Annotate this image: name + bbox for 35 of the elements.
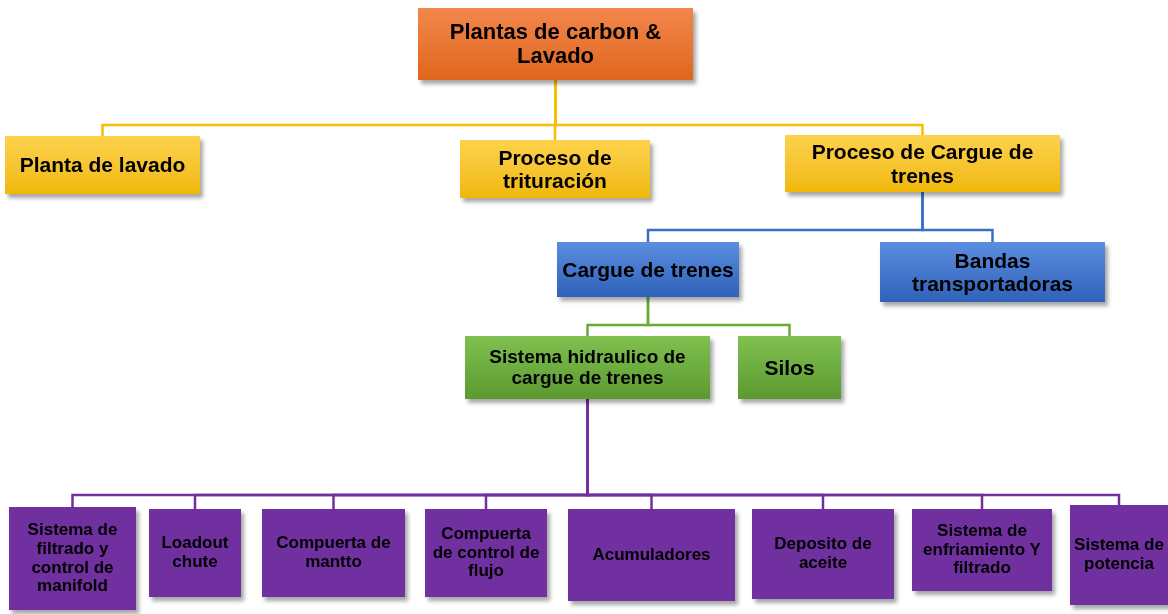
org-box — [912, 509, 1052, 591]
org-box — [425, 509, 547, 597]
box-label: Sistema hidraulico de cargue de trenes — [488, 346, 687, 389]
box-label: Proceso de Cargue de trenes — [810, 140, 1035, 187]
connector-line — [921, 192, 994, 242]
org-box — [557, 242, 739, 297]
connector-line — [554, 80, 924, 135]
org-box — [5, 136, 200, 194]
box-label: Compuerta de mantto — [275, 534, 392, 572]
box-label: Silos — [764, 355, 815, 380]
box-label: Sistema de enfriamiento Y filtrado — [922, 521, 1042, 579]
org-box — [568, 509, 735, 601]
box-label: Proceso de trituración — [497, 145, 613, 193]
box-label: Sistema de potencia — [1074, 536, 1164, 574]
box-label: Bandas transportadoras — [910, 248, 1074, 296]
box-label: Sistema de filtrado y control de manifold — [26, 521, 119, 596]
org-box — [785, 135, 1060, 192]
org-box — [262, 509, 405, 597]
box-label: Plantas de carbon & Lavado — [448, 19, 663, 69]
box-label: Planta de lavado — [19, 153, 186, 177]
org-box — [738, 336, 841, 399]
org-box — [149, 509, 241, 597]
org-box — [418, 8, 693, 80]
org-box — [9, 507, 136, 610]
box-label: Acumuladores — [592, 545, 711, 565]
org-box — [1070, 505, 1168, 605]
box-label: Cargue de trenes — [562, 257, 734, 282]
org-box — [460, 140, 650, 198]
connector-line — [646, 297, 791, 336]
box-label: Loadout chute — [160, 534, 230, 572]
box-label: Compuerta de control de flujo — [431, 524, 541, 582]
org-box — [752, 509, 894, 599]
org-box — [880, 242, 1105, 302]
org-box — [465, 336, 710, 399]
box-label: Deposito de aceite — [773, 535, 873, 573]
